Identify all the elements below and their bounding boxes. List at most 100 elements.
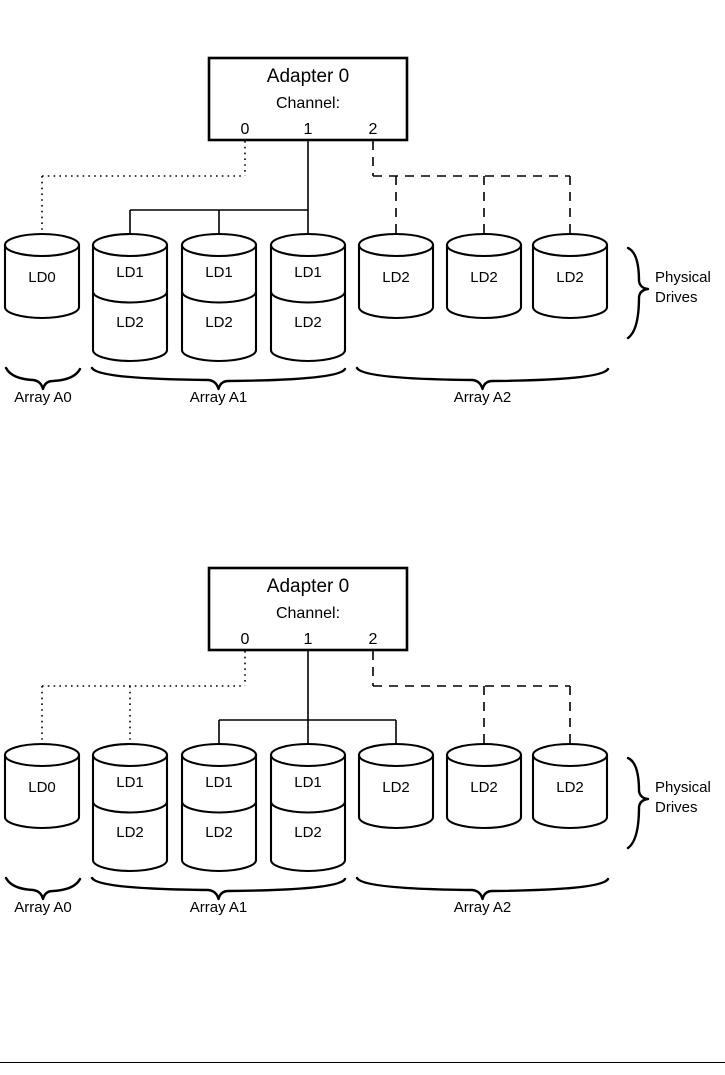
drive-label-bottom: LD2 bbox=[294, 824, 322, 841]
drive-label-top: LD1 bbox=[205, 774, 233, 791]
drive[interactable]: LD2 bbox=[357, 742, 435, 830]
array-group: Array A1 bbox=[90, 876, 347, 916]
drive-partition-divider bbox=[91, 801, 169, 814]
array-group: Array A0 bbox=[4, 366, 82, 406]
drive-top-ellipse bbox=[180, 742, 258, 768]
array-label: Array A1 bbox=[190, 899, 248, 916]
drive-partition-divider bbox=[269, 801, 347, 814]
adapter-channel-number: 2 bbox=[369, 121, 378, 138]
array-brace bbox=[355, 366, 610, 391]
drive-label-top: LD1 bbox=[205, 264, 233, 281]
physical-drives-label-line2: Drives bbox=[655, 799, 698, 816]
drive-body bbox=[445, 753, 523, 830]
adapter-channel-number: 1 bbox=[304, 121, 313, 138]
array-groups: Array A0 Array A1 Array A2 bbox=[4, 876, 610, 916]
array-brace bbox=[90, 876, 347, 901]
adapter-channel-number: 0 bbox=[241, 121, 250, 138]
drive-label-top: LD2 bbox=[556, 269, 584, 286]
array-label: Array A0 bbox=[14, 389, 72, 406]
drive-label-top: LD2 bbox=[470, 269, 498, 286]
drive-body bbox=[3, 753, 81, 830]
drive[interactable]: LD2 bbox=[531, 232, 609, 320]
drive-top-ellipse bbox=[3, 742, 81, 768]
drive-top-ellipse bbox=[445, 742, 523, 768]
drive-top-ellipse bbox=[91, 742, 169, 768]
footer-rule bbox=[0, 1062, 725, 1063]
adapter-channel-label: Channel: bbox=[276, 605, 340, 622]
drive-top-ellipse bbox=[91, 232, 169, 258]
drive-label-top: LD2 bbox=[470, 779, 498, 796]
drive[interactable]: LD2 bbox=[445, 742, 523, 830]
drive-label-bottom: LD2 bbox=[205, 824, 233, 841]
drive-label-top: LD1 bbox=[116, 774, 144, 791]
array-group: Array A2 bbox=[355, 876, 610, 916]
drive-body bbox=[357, 753, 435, 830]
drive-body bbox=[357, 243, 435, 320]
drive-label-top: LD2 bbox=[556, 779, 584, 796]
channel-0-connection bbox=[41, 651, 246, 769]
channel-0-connection bbox=[41, 141, 246, 259]
drive-top-ellipse bbox=[3, 232, 81, 258]
drive[interactable]: LD2 bbox=[445, 232, 523, 320]
drive-top-ellipse bbox=[357, 742, 435, 768]
adapter-channel-label: Channel: bbox=[276, 95, 340, 112]
array-groups: Array A0 Array A1 Array A2 bbox=[4, 366, 610, 406]
drive-label-top: LD2 bbox=[382, 269, 410, 286]
drive-partition-divider bbox=[180, 291, 258, 304]
adapter-channel-number: 2 bbox=[369, 631, 378, 648]
array-label: Array A1 bbox=[190, 389, 248, 406]
adapter-card[interactable]: Adapter 0 Channel: 0 1 2 bbox=[207, 566, 409, 652]
drive-top-ellipse bbox=[269, 232, 347, 258]
drive-top-ellipse bbox=[269, 742, 347, 768]
array-brace bbox=[90, 366, 347, 391]
adapter-channel-number: 0 bbox=[241, 631, 250, 648]
drive-label-top: LD1 bbox=[116, 264, 144, 281]
physical-drives-label-line1: Physical bbox=[655, 779, 711, 796]
array-label: Array A2 bbox=[454, 899, 512, 916]
drive-body bbox=[445, 243, 523, 320]
drive-partition-divider bbox=[269, 291, 347, 304]
physical-drives-label-line2: Drives bbox=[655, 289, 698, 306]
drive[interactable]: LD2 bbox=[531, 742, 609, 830]
adapter-channel-number: 1 bbox=[304, 631, 313, 648]
drive-partition-divider bbox=[91, 291, 169, 304]
array-brace bbox=[4, 876, 82, 901]
drive[interactable]: LD2 bbox=[357, 232, 435, 320]
drive-label-bottom: LD2 bbox=[116, 314, 144, 331]
array-brace bbox=[355, 876, 610, 901]
drive[interactable]: LD0 bbox=[3, 742, 81, 830]
adapter-box bbox=[207, 566, 409, 652]
drive-top-ellipse bbox=[357, 232, 435, 258]
drive-label-top: LD2 bbox=[382, 779, 410, 796]
array-label: Array A2 bbox=[454, 389, 512, 406]
drive-label-bottom: LD2 bbox=[294, 314, 322, 331]
drive-body bbox=[531, 243, 609, 320]
drive-label-bottom: LD2 bbox=[205, 314, 233, 331]
drive[interactable]: LD0 bbox=[3, 232, 81, 320]
drive-label-top: LD1 bbox=[294, 264, 322, 281]
adapter-title: Adapter 0 bbox=[267, 576, 349, 597]
adapter-box bbox=[207, 56, 409, 142]
array-brace bbox=[4, 366, 82, 391]
array-label: Array A0 bbox=[14, 899, 72, 916]
drive-body bbox=[3, 243, 81, 320]
drive-partition-divider bbox=[180, 801, 258, 814]
drive-top-ellipse bbox=[180, 232, 258, 258]
array-group: Array A2 bbox=[355, 366, 610, 406]
